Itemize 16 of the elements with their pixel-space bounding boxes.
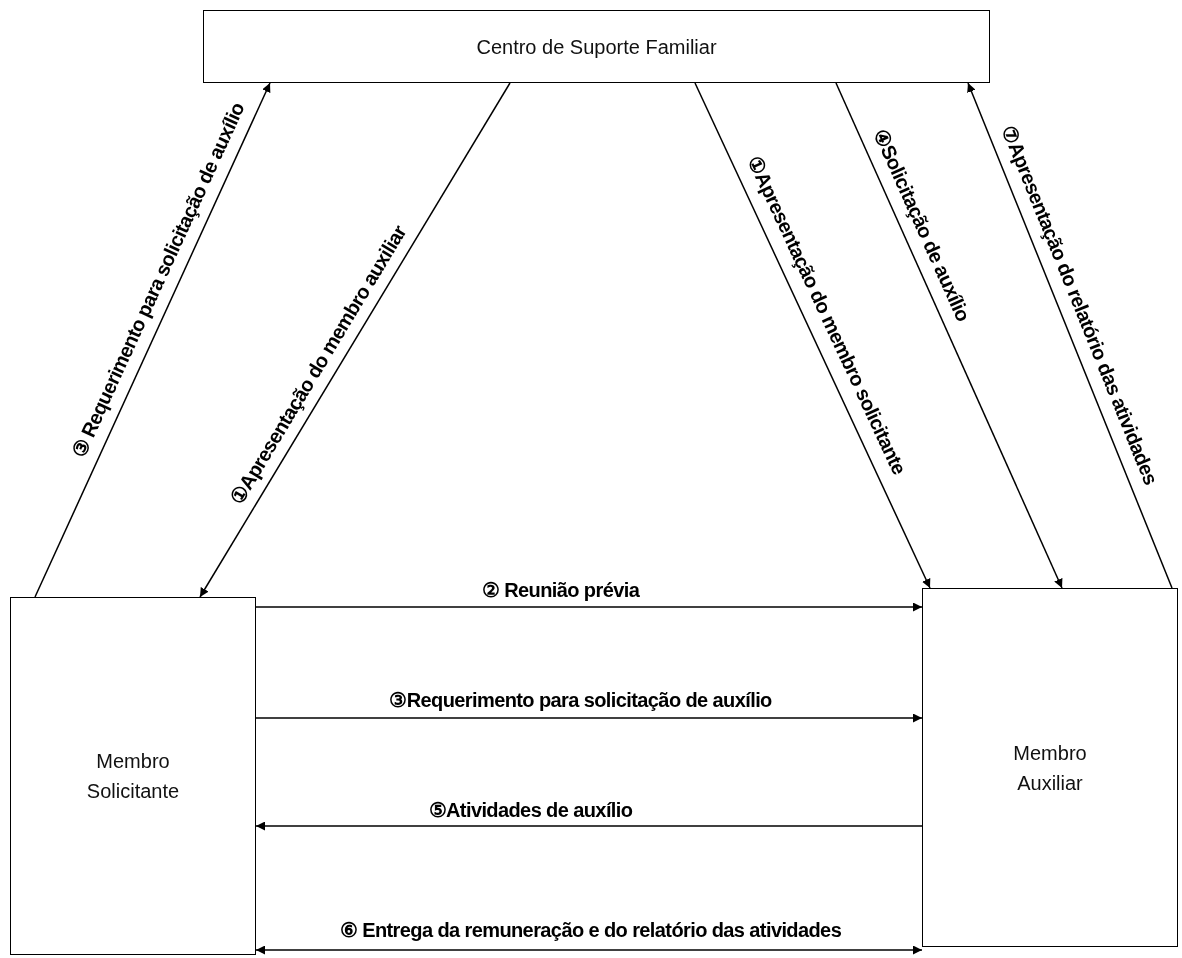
process-box [203,10,990,83]
node-label: Membro Auxiliar [1012,740,1088,796]
arrow [255,713,923,723]
edge-label: ③Requerimento para solicitação de auxílio [387,689,774,711]
arrow [835,82,1063,589]
node-label: Centro de Suporte Familiar [476,34,717,60]
arrow [255,821,923,831]
arrow [34,82,271,598]
arrow [255,602,923,612]
arrow [199,82,511,598]
arrow [967,82,1173,589]
arrow [255,945,923,955]
arrow [694,82,931,589]
process-box [922,588,1178,947]
node-label: Membro Solicitante [85,749,181,804]
process-box [10,597,256,955]
